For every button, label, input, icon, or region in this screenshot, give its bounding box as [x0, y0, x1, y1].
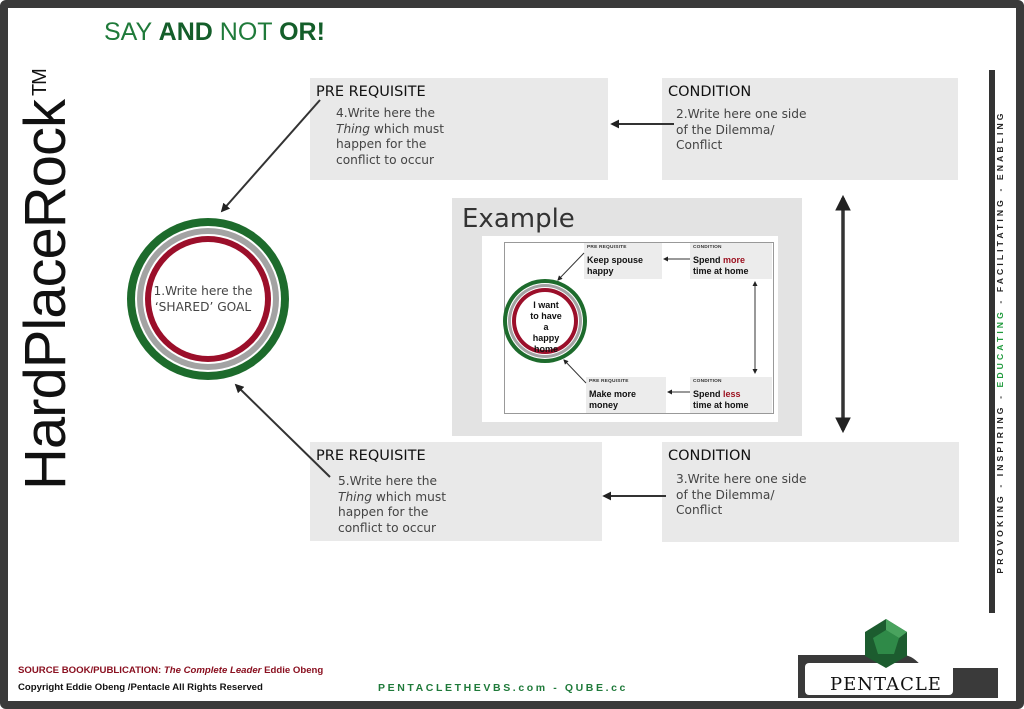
prerequisite-top-thing: Thing: [336, 121, 371, 136]
prerequisite-bottom-line2-rest: which must: [372, 489, 446, 504]
source-line: SOURCE BOOK/PUBLICATION: The Complete Le…: [18, 665, 323, 676]
example-goal-line1: I want: [533, 300, 559, 310]
source-author: Eddie Obeng: [261, 665, 324, 676]
pentacle-logo-text: PENTACLE: [830, 674, 942, 695]
prerequisite-bottom-line2: Thing which must: [338, 490, 446, 506]
condition-bottom-line3: Conflict: [676, 503, 723, 517]
condition-top-line1: 2.Write here one side: [676, 107, 807, 121]
condition-bottom-title: CONDITION: [668, 448, 752, 464]
example-c2-emph: less: [723, 389, 741, 399]
prerequisite-bottom-text: 5.Write here the Thing which must happen…: [338, 474, 446, 536]
pentacle-logo: [798, 619, 998, 698]
example-c1-line2: time at home: [693, 266, 749, 276]
headline-and: AND: [158, 18, 213, 46]
example-condition-bottom-title: CONDITION: [693, 379, 722, 384]
example-pr1-line2: happy: [587, 266, 614, 276]
tagline-wrap: PROVOKING - INSPIRING - EDUCATING - FACI…: [991, 92, 1009, 592]
website-links: PENTACLETHEVBS.com - QUBE.cc: [378, 682, 628, 694]
prerequisite-bottom-thing: Thing: [338, 489, 373, 504]
goal-text: 1.Write here the ‘SHARED’ GOAL: [148, 284, 258, 315]
example-c1-line1: Spend more: [693, 255, 749, 266]
headline-or: OR: [279, 18, 317, 46]
source-label: SOURCE BOOK/PUBLICATION:: [18, 665, 164, 676]
example-pr2-line2: money: [589, 400, 619, 410]
example-prerequisite-top-text: Keep spouse happy: [587, 255, 643, 277]
example-ring-center: [516, 292, 574, 350]
condition-top-title: CONDITION: [668, 84, 752, 100]
prerequisite-top-line3: happen for the: [336, 137, 427, 151]
example-condition-top: CONDITION Spend more time at home: [690, 243, 772, 279]
tagline-part1: PROVOKING - INSPIRING -: [995, 387, 1005, 574]
logo-label-plate: [805, 663, 953, 695]
headline-not: NOT: [212, 18, 280, 46]
example-prerequisite-bottom-text: Make more money: [589, 389, 636, 411]
condition-bottom-text: 3.Write here one side of the Dilemma/ Co…: [676, 472, 807, 519]
arrow-prerequisite-bottom-to-goal: [234, 383, 331, 478]
example-c2-pre: Spend: [693, 389, 724, 399]
goal-ring-center: [151, 242, 265, 356]
prerequisite-bottom-title: PRE REQUISITE: [316, 448, 426, 464]
example-title: Example: [462, 204, 575, 234]
condition-top-box: CONDITION 2.Write here one side of the D…: [662, 78, 958, 180]
example-prerequisite-bottom-title: PRE REQUISITE: [589, 379, 629, 384]
example-c2-line2: time at home: [693, 400, 749, 410]
example-goal-line5: home: [533, 344, 558, 354]
condition-top-line3: Conflict: [676, 138, 723, 152]
example-prerequisite-top: PRE REQUISITE Keep spouse happy: [584, 243, 662, 279]
example-condition-bottom: CONDITION Spend less time at home: [690, 377, 772, 413]
prerequisite-top-title: PRE REQUISITE: [316, 84, 426, 100]
prerequisite-top-box: PRE REQUISITE 4.Write here the Thing whi…: [310, 78, 608, 180]
condition-top-text: 2.Write here one side of the Dilemma/ Co…: [676, 107, 807, 154]
tagline-part3: - FACILITATING - ENABLING: [995, 110, 1005, 310]
headline-exclaim: !: [316, 18, 325, 46]
condition-bottom-line1: 3.Write here one side: [676, 472, 807, 486]
condition-bottom-box: CONDITION 3.Write here one side of the D…: [662, 442, 959, 542]
example-c1-pre: Spend: [693, 255, 724, 265]
tagline-educating: EDUCATING: [995, 309, 1005, 388]
goal-line1: 1.Write here the: [153, 284, 253, 298]
example-pr2-line1: Make more: [589, 389, 637, 399]
tagline: PROVOKING - INSPIRING - EDUCATING - FACI…: [991, 92, 1009, 592]
copyright: Copyright Eddie Obeng /Pentacle All Righ…: [18, 682, 263, 693]
prerequisite-top-line1: 4.Write here the: [336, 106, 436, 120]
example-goal-ring: [503, 279, 587, 363]
prerequisite-bottom-line1: 5.Write here the: [338, 474, 438, 488]
prerequisite-bottom-line3: happen for the: [338, 505, 429, 519]
prerequisite-top-line2-rest: which must: [370, 121, 444, 136]
goal-ring: [127, 218, 289, 380]
example-prerequisite-bottom: PRE REQUISITE Make more money: [586, 377, 666, 413]
example-goal-line2: to have: [530, 311, 562, 321]
source-title: The Complete Leader: [163, 665, 262, 676]
example-condition-top-text: Spend more time at home: [693, 255, 749, 277]
condition-top-line2: of the Dilemma/: [676, 122, 775, 137]
example-arrow-pr1-to-goal: [557, 252, 585, 281]
gem-highlight-icon: [886, 619, 907, 638]
prerequisite-bottom-line4: conflict to occur: [338, 520, 436, 535]
arrow-prerequisite-top-to-goal: [220, 99, 321, 213]
gem-face-icon: [873, 630, 899, 654]
prerequisite-bottom-box: PRE REQUISITE 5.Write here the Thing whi…: [310, 442, 602, 541]
example-goal-line4: happy: [532, 333, 560, 343]
example-goal-line3: a: [543, 322, 549, 332]
example-c2-line1: Spend less: [693, 389, 749, 400]
example-c1-emph: more: [723, 255, 746, 265]
headline: SAY AND NOT OR!: [104, 18, 325, 47]
prerequisite-top-text: 4.Write here the Thing which must happen…: [336, 106, 444, 168]
condition-bottom-line2: of the Dilemma/: [676, 487, 775, 502]
example-prerequisite-top-title: PRE REQUISITE: [587, 245, 627, 250]
goal-line2: ‘SHARED’ GOAL: [154, 299, 252, 314]
prerequisite-top-line4: conflict to occur: [336, 152, 434, 167]
example-pr1-line1: Keep spouse: [587, 255, 644, 265]
diagram-graphics: [127, 70, 998, 698]
example-condition-bottom-text: Spend less time at home: [693, 389, 749, 411]
example-condition-top-title: CONDITION: [693, 245, 722, 250]
prerequisite-top-line2: Thing which must: [336, 122, 444, 138]
example-arrow-pr2-to-goal: [563, 359, 587, 384]
headline-say: SAY: [104, 18, 159, 46]
example-goal-text: I want to have a happy home: [518, 300, 574, 355]
